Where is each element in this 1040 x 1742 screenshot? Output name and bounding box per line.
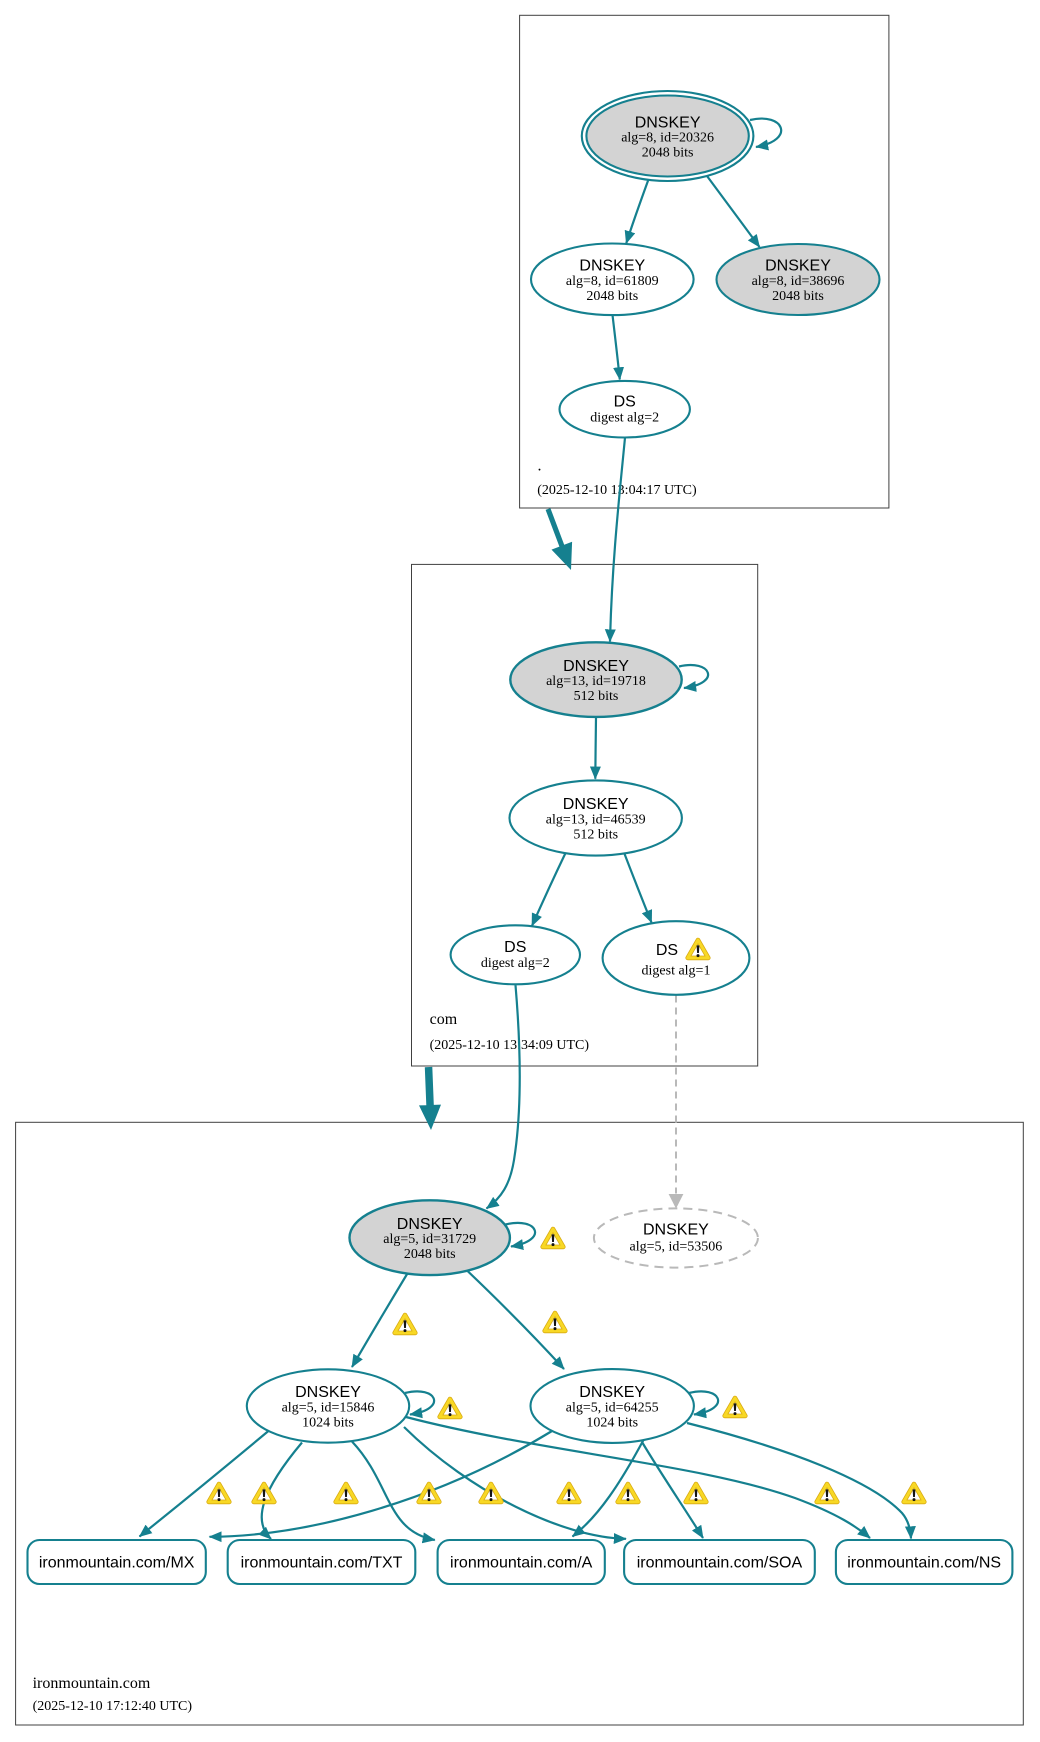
svg-text:alg=5, id=31729: alg=5, id=31729 [383, 1232, 476, 1247]
svg-text:DNSKEY: DNSKEY [643, 1221, 709, 1238]
svg-text:alg=5, id=64255: alg=5, id=64255 [566, 1400, 659, 1415]
svg-text:DNSKEY: DNSKEY [579, 1384, 645, 1401]
svg-text:DNSKEY: DNSKEY [635, 114, 701, 131]
svg-text:DS: DS [614, 394, 636, 411]
svg-text:DS: DS [504, 939, 526, 956]
svg-text:512 bits: 512 bits [574, 689, 619, 704]
svg-text:ironmountain.com: ironmountain.com [33, 1675, 151, 1692]
svg-text:ironmountain.com/TXT: ironmountain.com/TXT [241, 1555, 403, 1572]
svg-text:512 bits: 512 bits [573, 828, 618, 843]
svg-text:2048 bits: 2048 bits [642, 146, 694, 161]
svg-text:DNSKEY: DNSKEY [397, 1216, 463, 1233]
svg-text:alg=5, id=53506: alg=5, id=53506 [630, 1240, 723, 1255]
svg-text:1024 bits: 1024 bits [586, 1415, 638, 1430]
svg-text:2048 bits: 2048 bits [404, 1247, 456, 1262]
svg-text:alg=5, id=15846: alg=5, id=15846 [282, 1400, 375, 1415]
svg-text:digest alg=2: digest alg=2 [590, 411, 659, 426]
svg-text:DNSKEY: DNSKEY [563, 658, 629, 675]
svg-text:alg=13, id=19718: alg=13, id=19718 [546, 674, 646, 689]
svg-text:DNSKEY: DNSKEY [563, 796, 629, 813]
svg-text:digest alg=1: digest alg=1 [642, 964, 711, 979]
svg-text:alg=13, id=46539: alg=13, id=46539 [546, 813, 646, 828]
svg-text:alg=8, id=20326: alg=8, id=20326 [621, 131, 714, 146]
svg-text:.: . [538, 458, 542, 475]
svg-text:(2025-12-10 13:04:17 UTC): (2025-12-10 13:04:17 UTC) [537, 483, 697, 498]
svg-text:2048 bits: 2048 bits [586, 289, 638, 304]
svg-text:DNSKEY: DNSKEY [765, 258, 831, 275]
svg-text:alg=8, id=38696: alg=8, id=38696 [752, 274, 845, 289]
svg-text:DNSKEY: DNSKEY [579, 258, 645, 275]
svg-text:2048 bits: 2048 bits [772, 289, 824, 304]
svg-text:ironmountain.com/NS: ironmountain.com/NS [847, 1555, 1001, 1572]
svg-text:(2025-12-10 17:12:40 UTC): (2025-12-10 17:12:40 UTC) [33, 1699, 193, 1714]
svg-text:1024 bits: 1024 bits [302, 1415, 354, 1430]
svg-text:ironmountain.com/MX: ironmountain.com/MX [39, 1555, 195, 1572]
svg-text:DNSKEY: DNSKEY [295, 1384, 361, 1401]
svg-text:ironmountain.com/A: ironmountain.com/A [450, 1555, 593, 1572]
svg-text:digest alg=2: digest alg=2 [481, 956, 550, 971]
svg-text:com: com [430, 1011, 458, 1028]
svg-text:alg=8, id=61809: alg=8, id=61809 [566, 274, 659, 289]
svg-text:(2025-12-10 13:34:09 UTC): (2025-12-10 13:34:09 UTC) [430, 1038, 590, 1053]
svg-text:DS: DS [656, 942, 678, 959]
svg-text:ironmountain.com/SOA: ironmountain.com/SOA [637, 1555, 803, 1572]
